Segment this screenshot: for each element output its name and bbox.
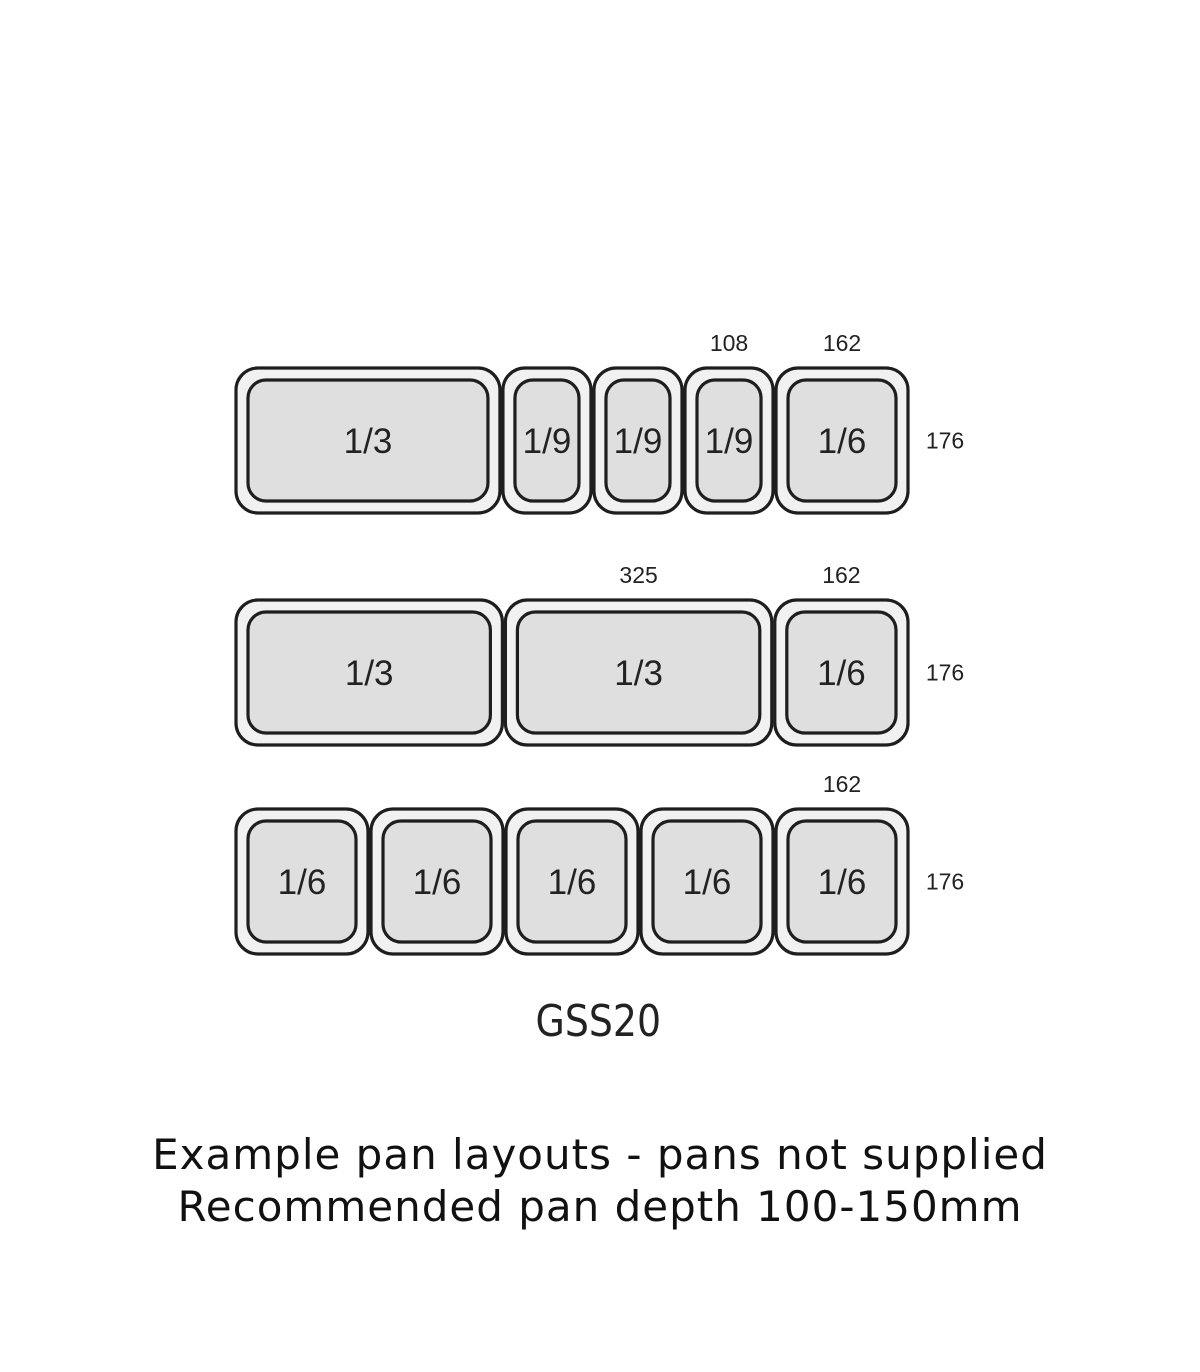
pan-size-label: 1/9 [705,422,754,461]
pan-size-label: 1/6 [817,654,866,693]
model-name: GSS20 [535,996,662,1047]
pan-size-label: 1/3 [344,422,393,461]
pan-well [604,378,672,503]
pan-layout-2: 1/3 1/3 325 1/6 162 176 [234,562,964,747]
pan-width-label: 325 [619,562,657,588]
pan-1-6: 1/6 [773,598,910,747]
pan-layout-1: 1/3 1/9 1/9 1/9 108 1/6 162 176 [234,330,964,515]
pan-well [246,819,358,944]
pan-1-9: 1/9 [592,366,684,515]
caption-line-1: Example pan layouts - pans not supplied [152,1130,1048,1179]
pan-well [785,610,898,735]
pan-well [246,610,492,735]
pan-size-label: 1/9 [614,422,663,461]
pan-size-label: 1/6 [818,422,867,461]
pan-well [516,819,628,944]
pan-width-label: 162 [823,771,861,797]
pan-layout-3: 1/6 1/6 1/6 1/6 1/6 162 176 [234,771,964,956]
pan-1-3: 1/3 [234,598,504,747]
pan-1-6: 1/6 [234,807,370,956]
pan-well [515,610,762,735]
pan-well [651,819,763,944]
pan-size-label: 1/3 [345,654,394,693]
pan-size-label: 1/6 [548,863,597,902]
pan-width-label: 162 [823,330,861,356]
pan-1-3: 1/3 [234,366,502,515]
pan-size-label: 1/3 [614,654,663,693]
pan-1-9: 1/9 [683,366,775,515]
pan-well [513,378,581,503]
pan-1-3: 1/3 [503,598,774,747]
pan-well [695,378,763,503]
pan-well [786,378,898,503]
pan-size-label: 1/6 [818,863,867,902]
pan-depth-label: 176 [926,428,964,454]
pan-1-9: 1/9 [501,366,593,515]
caption-line-2: Recommended pan depth 100-150mm [177,1182,1023,1231]
pan-depth-label: 176 [926,869,964,895]
pan-1-6: 1/6 [774,807,910,956]
pan-well [246,378,490,503]
pan-1-6: 1/6 [504,807,640,956]
pan-1-6: 1/6 [774,366,910,515]
pan-size-label: 1/6 [413,863,462,902]
pan-well [381,819,493,944]
pan-size-label: 1/9 [523,422,572,461]
pan-width-label: 108 [710,330,748,356]
pan-well [786,819,898,944]
pan-width-label: 162 [822,562,860,588]
pan-size-label: 1/6 [278,863,327,902]
pan-size-label: 1/6 [683,863,732,902]
pan-depth-label: 176 [926,660,964,686]
pan-1-6: 1/6 [639,807,775,956]
pan-1-6: 1/6 [369,807,505,956]
